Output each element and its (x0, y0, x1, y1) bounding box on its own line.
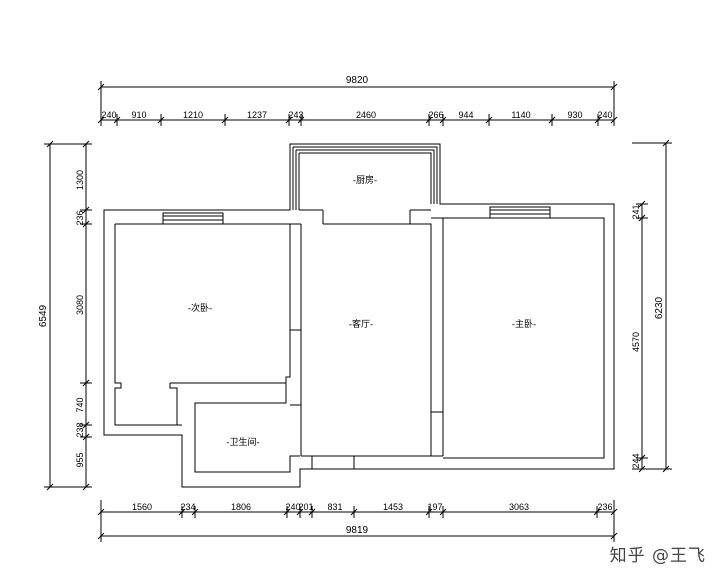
window-second-bedroom (162, 212, 224, 225)
right-dimension-group: 6230 241 4570 244 (631, 139, 672, 473)
right-dimension-segment: 244 (631, 453, 641, 468)
left-dimension-segment: 1300 (75, 170, 85, 190)
left-dimension-segment: 238 (75, 422, 85, 437)
bottom-dimension-segment: 1560 (132, 502, 152, 512)
top-dimension-segment: 930 (567, 110, 582, 120)
top-dimension-segment: 1140 (511, 110, 530, 120)
walls (103, 143, 615, 488)
bottom-dimension-segment: 3063 (509, 502, 529, 512)
right-dimension-segment: 4570 (631, 332, 641, 352)
left-dimension-segment: 3080 (75, 295, 85, 315)
right-dimension-segment: 241 (631, 204, 641, 219)
kitchen-label: -厨房- (353, 174, 378, 186)
bottom-dimension-segment: 240 (285, 502, 300, 512)
watermark: 知乎 @王飞 (609, 546, 706, 566)
master-bedroom-label: -主卧- (512, 318, 537, 330)
left-dimension-segment: 740 (75, 397, 85, 412)
top-dimension-segment: 1237 (247, 110, 267, 120)
top-dimension-segment: 2460 (356, 110, 376, 120)
left-dimension-group: 6549 1300 236 3080 740 238 955 (38, 140, 92, 491)
top-dimension-segment: 240 (101, 110, 116, 120)
right-total-dimension: 6230 (654, 296, 665, 319)
top-total-dimension: 9820 (346, 75, 369, 86)
top-dimension-group: 9820 240 910 1210 1237 243 2460 266 944 … (97, 75, 618, 126)
bottom-dimension-segment: 831 (327, 502, 342, 512)
bottom-dimension-segment: 1453 (383, 502, 403, 512)
top-dimension-segment: 1210 (183, 110, 203, 120)
left-dimension-segment: 236 (75, 210, 85, 225)
bottom-total-dimension: 9819 (346, 525, 369, 536)
left-total-dimension: 6549 (38, 304, 49, 327)
top-dimension-segment: 944 (458, 110, 473, 120)
bottom-dimension-segment: 1806 (231, 502, 251, 512)
bottom-dimension-segment: 236 (597, 502, 612, 512)
room-labels: -厨房- -次卧- -客厅- -主卧- -卫生间- (188, 174, 537, 448)
bathroom-label: -卫生间- (226, 436, 260, 448)
top-dimension-segment: 240 (597, 110, 612, 120)
top-dimension-segment: 266 (428, 110, 443, 120)
window-master-bedroom (489, 206, 551, 219)
top-dimension-segment: 910 (131, 110, 146, 120)
left-dimension-segment: 955 (75, 452, 85, 467)
top-dimension-segment: 243 (288, 110, 303, 120)
bottom-dimension-group: 1560 234 1806 240 201 831 1453 197 3063 … (97, 500, 618, 542)
living-room-label: -客厅- (349, 318, 374, 330)
bottom-dimension-segment: 234 (180, 502, 195, 512)
windows (162, 206, 551, 225)
bottom-dimension-segment: 197 (427, 502, 442, 512)
second-bedroom-label: -次卧- (188, 302, 213, 314)
bottom-dimension-segment: 201 (298, 502, 313, 512)
